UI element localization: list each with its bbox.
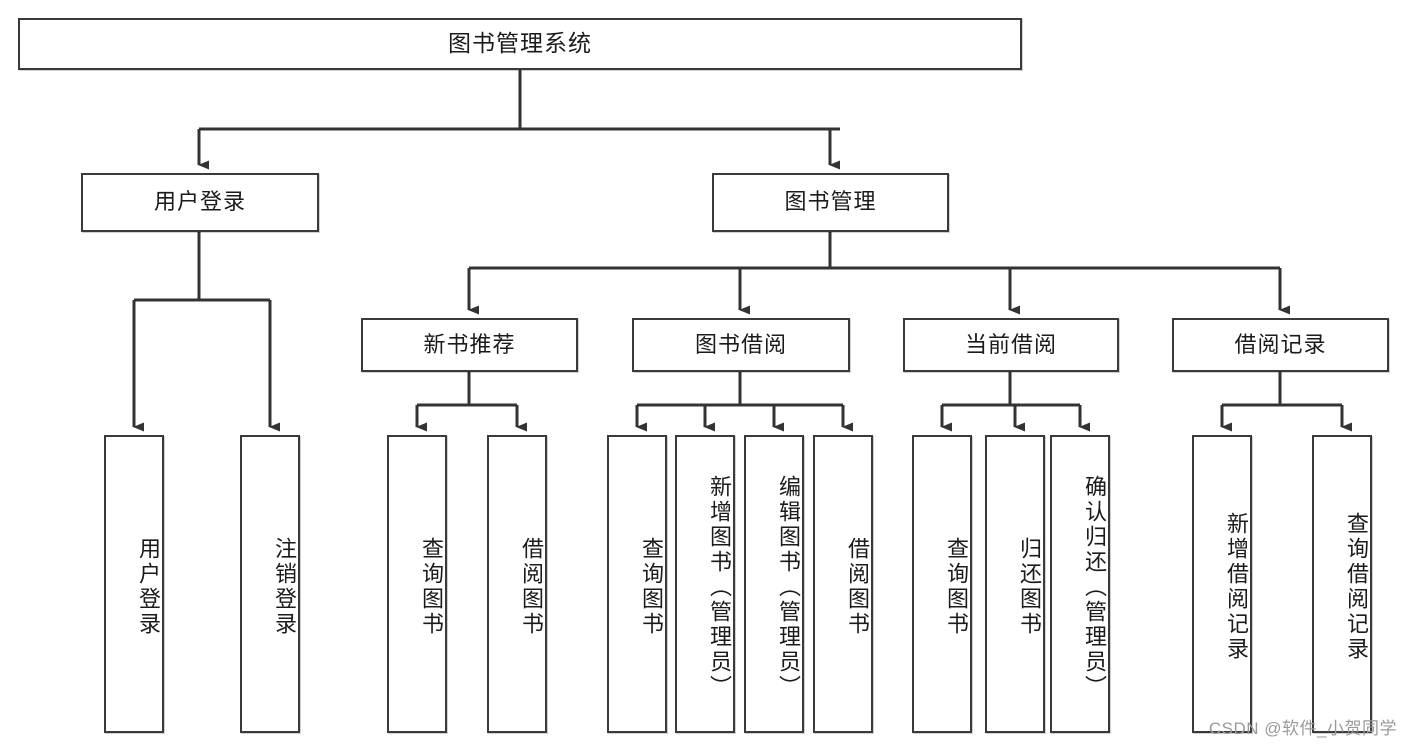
node-current-borrow-label: 当前借阅: [964, 331, 1057, 357]
leaf-edit-book-admin-label: 编辑图书（管理员）: [776, 474, 801, 700]
leaf-borrow-book-new-label: 借阅图书: [519, 537, 544, 637]
leaf-add-book-admin[interactable]: 新增图书（管理员）: [675, 435, 735, 733]
leaf-confirm-return-admin-label: 确认归还（管理员）: [1082, 474, 1107, 700]
leaf-borrow-book-new[interactable]: 借阅图书: [487, 435, 547, 733]
leaf-query-book-current[interactable]: 查询图书: [912, 435, 972, 733]
node-current-borrow[interactable]: 当前借阅: [903, 318, 1119, 372]
leaf-confirm-return-admin[interactable]: 确认归还（管理员）: [1050, 435, 1110, 733]
leaf-logout-login[interactable]: 注销登录: [240, 435, 300, 733]
leaf-query-borrow-record-label: 查询借阅记录: [1344, 512, 1369, 662]
leaf-return-book[interactable]: 归还图书: [985, 435, 1045, 733]
leaf-user-login-label: 用户登录: [136, 537, 161, 637]
leaf-logout-login-label: 注销登录: [272, 537, 297, 637]
leaf-query-book-borrow-label: 查询图书: [639, 537, 664, 637]
leaf-edit-book-admin[interactable]: 编辑图书（管理员）: [744, 435, 804, 733]
node-root[interactable]: 图书管理系统: [18, 18, 1022, 70]
node-book-borrow[interactable]: 图书借阅: [632, 318, 850, 372]
node-root-label: 图书管理系统: [448, 30, 592, 57]
leaf-query-borrow-record[interactable]: 查询借阅记录: [1312, 435, 1372, 733]
node-borrow-record-label: 借阅记录: [1234, 331, 1327, 357]
leaf-query-book-new[interactable]: 查询图书: [387, 435, 447, 733]
leaf-add-borrow-record[interactable]: 新增借阅记录: [1192, 435, 1252, 733]
leaf-user-login[interactable]: 用户登录: [104, 435, 164, 733]
leaf-query-book-new-label: 查询图书: [419, 537, 444, 637]
leaf-borrow-book[interactable]: 借阅图书: [813, 435, 873, 733]
node-new-book-recommend[interactable]: 新书推荐: [361, 318, 578, 372]
leaf-borrow-book-label: 借阅图书: [845, 537, 870, 637]
node-user-login[interactable]: 用户登录: [81, 173, 319, 232]
leaf-query-book-current-label: 查询图书: [944, 537, 969, 637]
leaf-query-book-borrow[interactable]: 查询图书: [607, 435, 667, 733]
leaf-add-borrow-record-label: 新增借阅记录: [1224, 512, 1249, 662]
node-user-login-label: 用户登录: [153, 189, 246, 215]
node-book-borrow-label: 图书借阅: [694, 331, 787, 357]
leaf-return-book-label: 归还图书: [1017, 537, 1042, 637]
node-book-management-label: 图书管理: [784, 189, 877, 215]
leaf-add-book-admin-label: 新增图书（管理员）: [707, 474, 732, 700]
node-book-management[interactable]: 图书管理: [712, 173, 949, 232]
node-borrow-record[interactable]: 借阅记录: [1172, 318, 1389, 372]
node-new-book-recommend-label: 新书推荐: [423, 331, 516, 357]
